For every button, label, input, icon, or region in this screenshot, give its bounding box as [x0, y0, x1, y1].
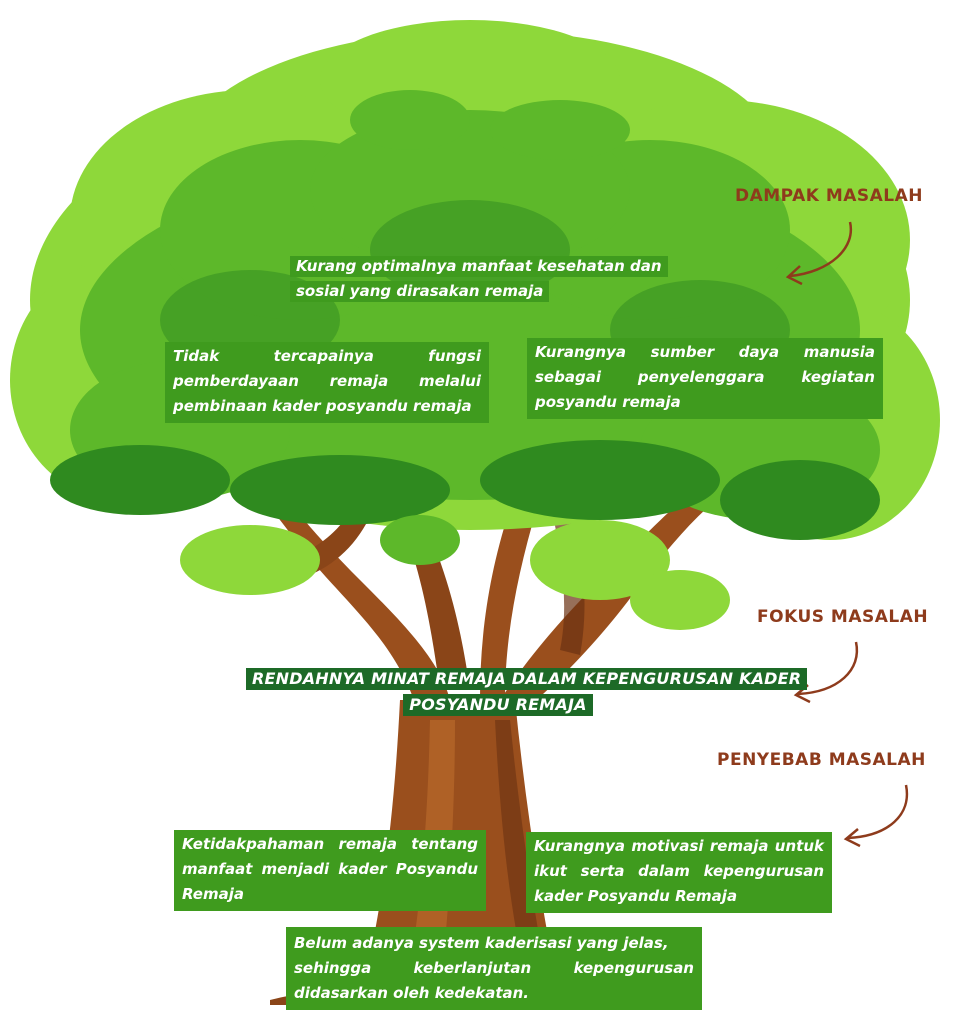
- cause-bottom-line-1: Belum adanya system kaderisasi yang jela…: [294, 934, 669, 952]
- tree-canopy: [10, 20, 940, 630]
- impact-label: DAMPAK MASALAH: [735, 186, 924, 206]
- cause-right-line-3: kader Posyandu Remaja: [534, 887, 738, 905]
- cause-bottom-line-3: didasarkan oleh kedekatan.: [294, 984, 529, 1002]
- cause-bottom-line-2: sehingga keberlanjutan kepengurusan: [294, 959, 694, 977]
- impact-top-line-1: Kurang optimalnya manfaat kesehatan dan: [290, 256, 668, 277]
- impact-right-line-2: sebagai penyelenggara kegiatan: [535, 368, 875, 386]
- impact-arrow: [785, 221, 853, 286]
- focus-line-2: POSYANDU REMAJA: [403, 694, 593, 716]
- impact-right-box: Kurangnya sumber daya manusia sebagai pe…: [527, 338, 883, 419]
- cause-right-box: Kurangnya motivasi remaja untuk ikut ser…: [526, 832, 832, 913]
- cause-arrow: [843, 784, 909, 848]
- cause-right-line-2: ikut serta dalam kepengurusan: [534, 862, 824, 880]
- focus-box: RENDAHNYA MINAT REMAJA DALAM KEPENGURUSA…: [246, 666, 808, 718]
- focus-label: FOKUS MASALAH: [757, 607, 929, 627]
- cause-right-line-1: Kurangnya motivasi remaja untuk: [534, 837, 824, 855]
- impact-top-line-2: sosial yang dirasakan remaja: [290, 281, 550, 302]
- cause-bottom-box: Belum adanya system kaderisasi yang jela…: [286, 927, 702, 1010]
- impact-left-line-1: Tidak tercapainya fungsi: [173, 347, 481, 365]
- impact-right-line-1: Kurangnya sumber daya manusia: [535, 343, 875, 361]
- impact-right-line-3: posyandu remaja: [535, 393, 681, 411]
- cause-label: PENYEBAB MASALAH: [717, 750, 926, 770]
- focus-line-1: RENDAHNYA MINAT REMAJA DALAM KEPENGURUSA…: [246, 668, 808, 690]
- impact-left-line-2: pemberdayaan remaja melalui: [173, 372, 481, 390]
- cause-left-box: Ketidakpahaman remaja tentang manfaat me…: [174, 830, 486, 911]
- impact-left-box: Tidak tercapainya fungsi pemberdayaan re…: [165, 342, 489, 423]
- impact-top-box: Kurang optimalnya manfaat kesehatan dan …: [290, 254, 668, 304]
- cause-left-line-3: Remaja: [182, 885, 244, 903]
- cause-left-line-1: Ketidakpahaman remaja tentang: [182, 835, 478, 853]
- cause-left-line-2: manfaat menjadi kader Posyandu: [182, 860, 478, 878]
- impact-left-line-3: pembinaan kader posyandu remaja: [173, 397, 472, 415]
